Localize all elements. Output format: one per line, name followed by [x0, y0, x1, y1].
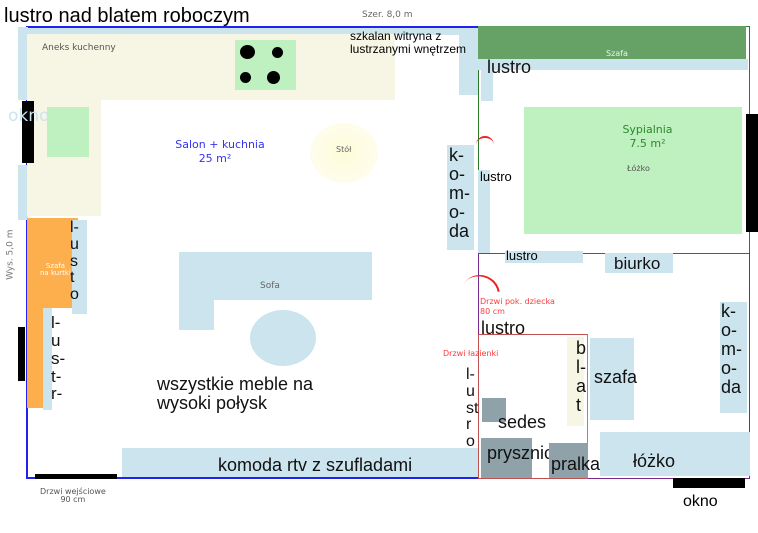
child-wardrobe-label: szafa: [594, 367, 638, 387]
sofa: [179, 252, 372, 300]
desk-label: biurko: [614, 254, 661, 273]
window-label: okno: [8, 106, 50, 126]
child-bed-label: łóżko: [633, 451, 676, 471]
living-room-name: Salon + kuchnia: [175, 138, 265, 151]
coffee-table: [250, 310, 316, 366]
burner-icon: [240, 45, 255, 59]
bathroom-mirror-label: l- u st r o: [466, 366, 479, 451]
mirror: [505, 251, 583, 263]
window-left: [22, 101, 34, 163]
mirror: [481, 59, 493, 101]
dresser: [447, 145, 474, 250]
bedroom-window: [746, 114, 758, 232]
table-label: Stół: [336, 145, 352, 154]
coat-wardrobe-label: Szafa na kurtki: [40, 262, 71, 278]
entry-door: [35, 474, 117, 479]
child-dresser: [720, 302, 747, 413]
sofa-chaise: [179, 299, 214, 330]
burner-icon: [272, 47, 283, 58]
child-bed: [600, 432, 750, 476]
burner-icon: [240, 72, 251, 83]
tv-cabinet-label: komoda rtv z szufladami: [218, 455, 413, 475]
living-room-area: 25 m²: [198, 152, 232, 165]
sink: [47, 107, 89, 157]
washer-label: pralka: [551, 454, 601, 474]
toilet: [482, 398, 506, 422]
counter-label: b l- a t: [576, 338, 587, 415]
height-label: Wys. 5,0 m: [5, 229, 16, 280]
kitchen-counter: [27, 34, 395, 100]
child-window-label: okno: [683, 493, 718, 510]
bedroom-bed: [524, 107, 742, 234]
bedroom-name: Sypialnia: [622, 123, 673, 136]
cooktop: [235, 40, 296, 90]
bedroom-area: 7.5 m²: [629, 137, 666, 150]
washer: [549, 443, 588, 478]
mirror: [478, 59, 748, 70]
mirror-label: l- u s t o: [70, 219, 79, 304]
shower-label: prysznic: [487, 444, 549, 463]
bedroom-bed-label: Łóżko: [627, 164, 650, 173]
bedroom-wardrobe-label: Szafa: [606, 49, 628, 58]
bedroom-wardrobe: [478, 26, 746, 59]
window-left-2: [18, 327, 25, 381]
wall-strip: [18, 165, 28, 220]
tv-cabinet: [122, 448, 478, 477]
wall-strip: [18, 27, 28, 100]
child-mirror-label: lustro: [481, 318, 526, 338]
bathroom-door-label: Drzwi łazienki: [443, 349, 499, 358]
burner-icon: [267, 71, 280, 84]
toilet-label: sedes: [498, 412, 547, 432]
vitrine-label: szkalan witryna z lustrzanymi wnętrzem: [350, 29, 467, 56]
bedroom-mirror-left: lustro: [480, 169, 512, 184]
bedroom-mirror-top: lustro: [487, 57, 532, 77]
child-dresser-label: k- o- m- o- da: [721, 301, 742, 397]
shower: [481, 438, 532, 478]
mirror: [72, 220, 87, 314]
width-label: Szer. 8,0 m: [362, 10, 413, 20]
child-door-label: Drzwi pok. dziecka 80 cm: [480, 297, 555, 316]
child-window: [673, 478, 745, 488]
counter: [567, 337, 584, 426]
dresser-label: k- o- m- o- da: [449, 145, 470, 241]
coat-wardrobe-lower: [27, 307, 44, 408]
vitrine: [459, 30, 478, 95]
coat-wardrobe: [27, 218, 78, 308]
mirror: [43, 308, 52, 410]
table: [310, 123, 378, 183]
door-arc-icon: [476, 136, 494, 154]
sofa-label: Sofa: [260, 281, 280, 291]
desk: [605, 253, 673, 273]
note: wszystkie meble na wysoki połysk: [157, 374, 314, 413]
mirror: [478, 170, 490, 253]
bedroom-mirror-bottom: lustro: [506, 248, 538, 263]
child-wardrobe: [590, 338, 634, 420]
title: lustro nad blatem roboczym: [4, 5, 250, 27]
mirror-label: l- u s- t- r-: [51, 313, 66, 404]
entry-door-label: Drzwi wejściowe 90 cm: [40, 487, 106, 505]
top-strip: [27, 28, 478, 35]
bathroom-walls: [478, 334, 588, 479]
kitchen-label: Aneks kuchenny: [42, 43, 116, 53]
